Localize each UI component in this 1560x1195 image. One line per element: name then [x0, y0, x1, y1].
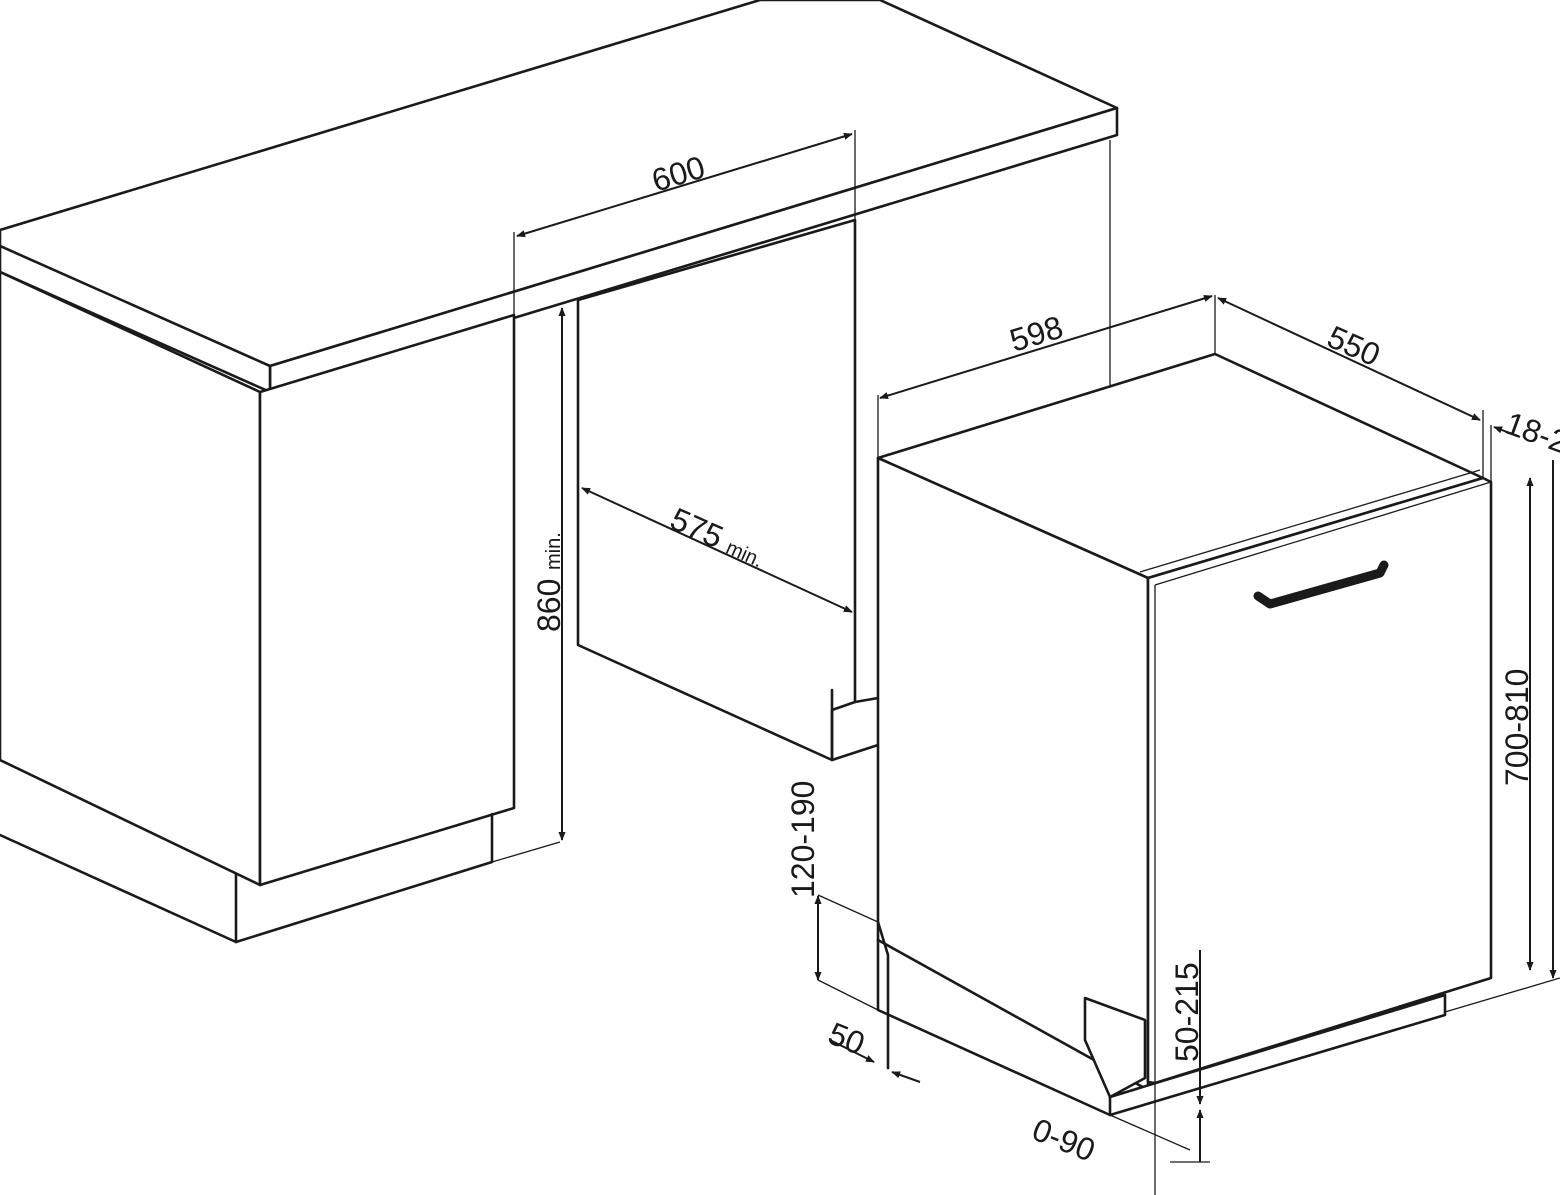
label-door-thickness: 18-2: [1501, 405, 1560, 461]
label-plinth-height: 120-190: [785, 781, 821, 898]
dimension-lines: [516, 132, 1557, 1163]
dim-appliance-width: [879, 294, 1213, 400]
label-appliance-depth: 550: [1322, 319, 1385, 374]
dishwasher-appliance: [817, 295, 1560, 1195]
dishwasher-plinth: [1108, 993, 1447, 1117]
label-niche-height-suffix: min.: [543, 532, 565, 570]
label-door-bottom-gap: 50-215: [1169, 962, 1205, 1062]
dim-appliance-depth: [1217, 297, 1481, 421]
right-cabinet-side: [576, 218, 857, 762]
dim-niche-depth: [581, 487, 853, 613]
label-plinth-setback: 50: [823, 1015, 869, 1062]
label-niche-height: 860: [531, 579, 567, 632]
dim-door-thickness: [1493, 426, 1521, 438]
label-appliance-width: 598: [1006, 309, 1068, 359]
dim-plinth-setback: [829, 1039, 875, 1063]
label-foot-adjust: 0-90: [1027, 1111, 1100, 1168]
dim-niche-width: [516, 132, 853, 238]
door-handle: [1253, 560, 1389, 609]
label-door-height: 700-810: [1499, 669, 1535, 786]
dishwasher-foot: [1083, 996, 1147, 1099]
left-cabinet-front: [258, 313, 516, 887]
